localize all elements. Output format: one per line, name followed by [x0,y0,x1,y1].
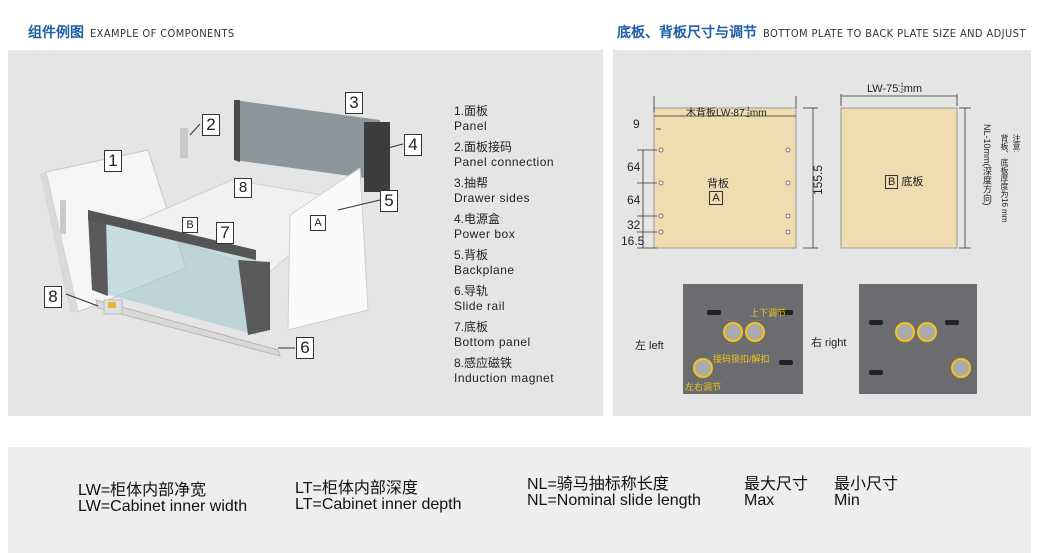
bottom-plate-label: 底板 [901,176,924,188]
back-plate-tol-bottom: -2 [744,113,750,120]
left-adjust-photo: 上下调节 接码锁扣/解扣 左右调节 [683,284,803,394]
right-adjust-screws-icon [869,320,971,378]
tag-8-lower: 8 [44,286,62,308]
back-plate-offset: 9 [633,117,640,131]
back-plate-center-label: 背板 [707,178,729,190]
note-text: 背板、底板厚度为16 mm [1000,134,1009,223]
definition-lw-cn: LW=柜体内部净宽 [78,482,207,499]
plate-size-title-cn: 底板、背板尺寸与调节 [617,24,757,40]
bottom-plate-tol-bottom: -2 [898,89,904,96]
note-title: 注意: [1012,134,1021,153]
left-adjust-screws-icon [693,310,793,378]
legend-item-cn: 3.抽帮 [454,176,489,190]
bottom-plate-tol-top: -1 [898,83,904,90]
tag-b: B [182,217,198,233]
components-title-en: EXAMPLE OF COMPONENTS [90,27,235,40]
legend-item-cn: 1.面板 [454,104,489,118]
definition-lt: LT=柜体内部深度 LT=Cabinet inner depth [295,481,461,513]
legend-item-cn: 7.底板 [454,320,489,334]
legend-item-en: Bottom panel [454,335,531,349]
definition-nl-en: NL=Nominal slide length [527,492,701,509]
tag-1: 1 [104,150,122,172]
components-title-cn: 组件例图 [28,24,84,40]
definition-max: 最大尺寸 Max [744,477,808,509]
definition-nl: NL=骑马抽标称长度 NL=Nominal slide length [527,477,701,509]
definition-lw-en: LW=Cabinet inner width [78,498,248,515]
definition-lt-en: LT=Cabinet inner depth [295,496,462,513]
definition-min-en: Min [834,492,860,509]
left-photo-label: 左 left [635,340,664,352]
legend-item-en: Panel connection [454,155,555,169]
spacing-64-bottom: 64 [627,193,641,207]
tag-7: 7 [216,222,234,244]
right-adjust-photo [859,284,977,394]
legend-item-cn: 6.导轨 [454,284,489,298]
tag-2: 2 [202,114,220,136]
caption-updown: 上下调节 [750,308,787,318]
tag-5: 5 [380,190,398,212]
bottom-plate-tag: B [885,175,899,189]
back-plate-height: 155.5 [811,164,825,195]
spacing-16-5: 16.5 [621,234,645,248]
caption-lock: 接码锁扣/解扣 [713,354,770,364]
legend-item-cn: 8.感应磁铁 [454,356,513,370]
legend-item-cn: 5.背板 [454,248,489,262]
back-plate-width-label: 木背板LW-87 [686,108,745,119]
caption-leftright: 左右调节 [685,382,722,392]
back-plate-width-unit: mm [749,108,767,119]
definition-lw: LW=柜体内部净宽 LW=Cabinet inner width [78,483,247,515]
legend-item-en: Slide rail [454,299,506,313]
plate-size-title-en: BOTTOM PLATE TO BACK PLATE SIZE AND ADJU… [763,27,1026,40]
right-photo-label: 右 right [811,337,847,349]
legend-item-en: Induction magnet [454,371,555,385]
definition-min-cn: 最小尺寸 [834,476,899,493]
bottom-plate-depth: NL-10mm(深度方向) [982,124,992,206]
tag-3: 3 [345,92,363,114]
legend-item-en: Power box [454,227,516,241]
definitions-bar: LW=柜体内部净宽 LW=Cabinet inner width LT=柜体内部… [8,447,1031,553]
tag-8-upper: 8 [234,178,252,198]
plate-dimension-drawing [637,94,971,249]
definition-min: 最小尺寸 Min [834,477,898,509]
legend-item-cn: 4.电源盒 [454,212,501,226]
bottom-plate-width-unit: mm [903,83,923,95]
legend-item-en: Backplane [454,263,515,277]
legend-item-en: Drawer sides [454,191,531,205]
spacing-64-top: 64 [627,160,641,174]
legend-item-en: Panel [454,119,488,133]
tag-a: A [310,215,326,231]
legend-item-cn: 2.面板接码 [454,140,513,154]
tag-4: 4 [404,134,422,156]
bottom-plate-width-label: LW-75 [867,83,899,95]
definition-lt-cn: LT=柜体内部深度 [295,480,418,497]
definition-nl-cn: NL=骑马抽标称长度 [527,476,669,493]
spacing-32: 32 [627,218,641,232]
bottom-plate-label-group: B 底板 [885,173,923,189]
definition-max-cn: 最大尺寸 [744,476,809,493]
back-plate-tag: A [709,191,723,205]
tag-6: 6 [296,337,314,359]
back-plate-tol-top: -1 [744,107,750,114]
plate-size-title: 底板、背板尺寸与调节 BOTTOM PLATE TO BACK PLATE SIZ… [617,22,1026,42]
components-title: 组件例图 EXAMPLE OF COMPONENTS [28,22,235,42]
drawer-exploded-illustration [40,100,404,357]
definition-max-en: Max [744,492,775,509]
